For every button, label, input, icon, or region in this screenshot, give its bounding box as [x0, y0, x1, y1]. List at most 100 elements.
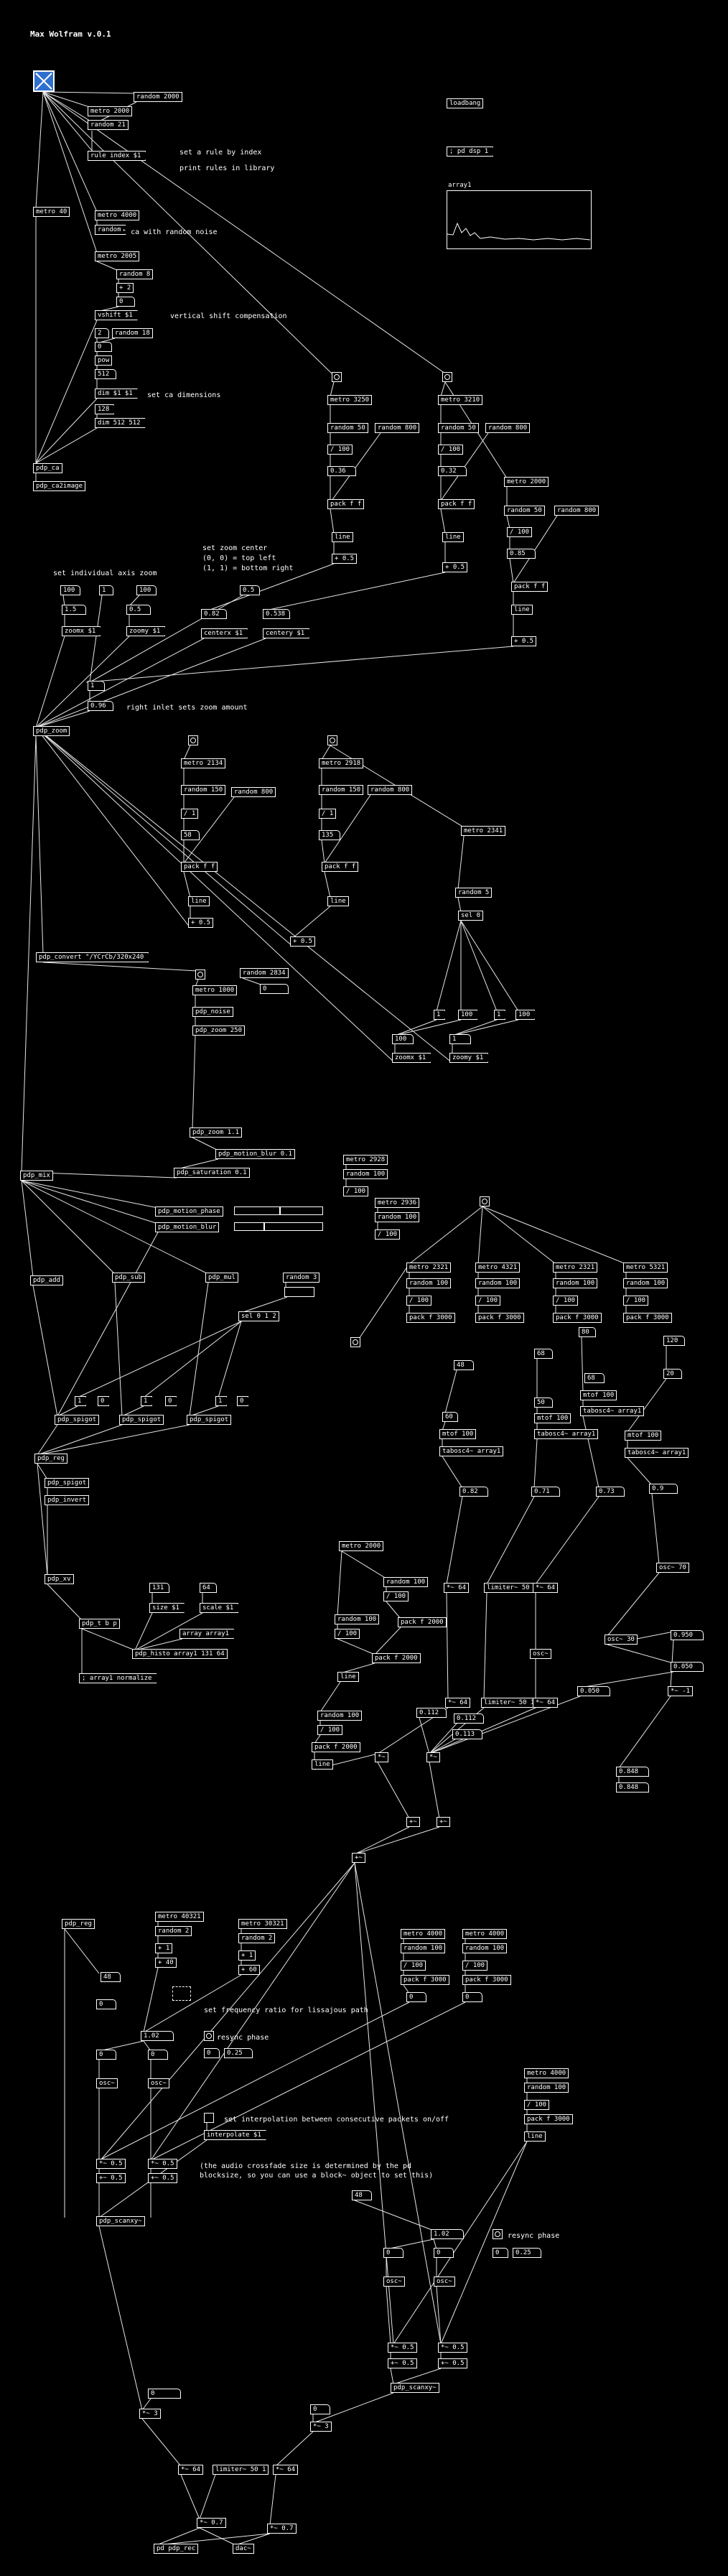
- obj-random-100-e[interactable]: random 100: [553, 1278, 598, 1288]
- bang-d[interactable]: [327, 735, 337, 745]
- obj-line-e[interactable]: line: [327, 896, 349, 906]
- numbox-071[interactable]: 0.71: [531, 1487, 560, 1497]
- numbox-082[interactable]: 0.82: [201, 609, 227, 619]
- obj-plus-05-e[interactable]: + 0.5: [290, 936, 316, 947]
- obj-metro-2341[interactable]: metro 2341: [461, 826, 506, 836]
- numbox-131[interactable]: 131: [149, 1583, 169, 1593]
- obj-metro-40[interactable]: metro 40: [33, 207, 70, 217]
- obj-mult-64-f[interactable]: *~ 64: [273, 2465, 299, 2475]
- obj-random-100-f[interactable]: random 100: [623, 1278, 668, 1288]
- msg-random-init[interactable]: random: [95, 225, 126, 235]
- obj-div-100-m[interactable]: / 100: [401, 1961, 426, 1971]
- numbox-0113[interactable]: 0.113: [452, 1729, 482, 1739]
- bang-a[interactable]: [332, 372, 342, 382]
- slider-motion-phase[interactable]: [234, 1206, 323, 1215]
- obj-pack-2000-a[interactable]: pack f 2000: [398, 1617, 447, 1627]
- obj-random-100-a[interactable]: random 100: [343, 1169, 388, 1179]
- obj-pdp-zoom-11[interactable]: pdp_zoom 1.1: [190, 1127, 243, 1138]
- obj-metro-4000[interactable]: metro 4000: [95, 210, 140, 220]
- obj-metro-4000-b[interactable]: metro 4000: [401, 1929, 446, 1939]
- numbox-line-lo-a[interactable]: 0: [406, 1992, 426, 2002]
- msg-interpolate[interactable]: interpolate $1: [204, 2130, 266, 2140]
- obj-osc-a[interactable]: osc~: [96, 2078, 118, 2088]
- numbox-2[interactable]: 2: [95, 328, 109, 338]
- obj-plus-1-a[interactable]: + 1: [155, 1943, 173, 1953]
- obj-plus-05-g[interactable]: +~ 0.5: [148, 2173, 177, 2183]
- msg-zoomy[interactable]: zoomy $1: [126, 626, 165, 636]
- numbox-tail-a[interactable]: 0: [148, 2389, 181, 2399]
- obj-sel-0[interactable]: sel 0: [458, 911, 484, 921]
- obj-mtof-2[interactable]: mtof 100: [439, 1429, 477, 1439]
- obj-line-h[interactable]: line: [524, 2131, 546, 2142]
- master-toggle[interactable]: [33, 70, 55, 92]
- bang-e[interactable]: [195, 970, 205, 980]
- msg-array1-normalize[interactable]: ; array1 normalize: [79, 1673, 157, 1683]
- numbox-0-f[interactable]: 0: [148, 2050, 168, 2060]
- numbox-0-e[interactable]: 0: [96, 2050, 116, 2060]
- msg-scale[interactable]: scale $1: [200, 1603, 238, 1613]
- obj-div-100-o[interactable]: / 100: [524, 2100, 550, 2110]
- numbox-0848-a[interactable]: 0.848: [616, 1767, 649, 1777]
- obj-mtof-1[interactable]: mtof 100: [580, 1390, 617, 1400]
- obj-pack-a[interactable]: pack f f: [327, 499, 365, 509]
- msg-array-array1[interactable]: array array1: [179, 1629, 234, 1639]
- obj-random-8[interactable]: random 8: [116, 269, 154, 279]
- obj-osc-c[interactable]: osc~: [383, 2277, 405, 2287]
- numbox-0538[interactable]: 0.538: [263, 609, 290, 619]
- obj-random-100-l[interactable]: random 100: [524, 2083, 569, 2093]
- obj-pdp-ca2image[interactable]: pdp_ca2image: [33, 481, 86, 491]
- numbox-48-c[interactable]: 48: [352, 2190, 372, 2200]
- obj-div-100-d[interactable]: / 100: [343, 1186, 369, 1196]
- bang-resync-2[interactable]: [493, 2229, 503, 2239]
- obj-pdp-mul[interactable]: pdp_mul: [205, 1273, 238, 1283]
- numbox-096[interactable]: 0.96: [88, 701, 113, 711]
- obj-pack-b[interactable]: pack f f: [438, 499, 475, 509]
- obj-tabosc-2[interactable]: tabosc4~ array1: [439, 1446, 504, 1456]
- obj-pack-3000-d[interactable]: pack f 3000: [623, 1313, 672, 1323]
- obj-pdp-spigot-2[interactable]: pdp_spigot: [119, 1415, 164, 1425]
- numbox-0112-b[interactable]: 0.112: [454, 1714, 484, 1724]
- numbox-48-b[interactable]: 48: [101, 1972, 121, 1982]
- obj-random-800-d[interactable]: random 800: [231, 787, 276, 797]
- msg-dim[interactable]: dim $1 $1: [95, 389, 138, 399]
- obj-pdp-sub[interactable]: pdp_sub: [112, 1273, 145, 1283]
- obj-random-2000[interactable]: random 2000: [134, 92, 182, 102]
- obj-pack-2000-c[interactable]: pack f 2000: [312, 1742, 360, 1752]
- obj-metro-1000[interactable]: metro 1000: [192, 985, 238, 995]
- obj-pdp-zoom-250[interactable]: pdp_zoom 250: [192, 1026, 246, 1036]
- obj-mult-07-b[interactable]: *~ 0.7: [267, 2524, 297, 2534]
- obj-mult-64-b[interactable]: *~ 64: [533, 1583, 559, 1593]
- obj-random-100-g[interactable]: random 100: [383, 1577, 429, 1587]
- obj-pack-3000-e[interactable]: pack f 3000: [401, 1975, 449, 1985]
- obj-plus-05-c[interactable]: + 0.5: [511, 636, 537, 646]
- bang-c[interactable]: [188, 735, 198, 745]
- obj-metro-2936[interactable]: metro 2936: [375, 1198, 420, 1208]
- obj-pdp-motion-blur[interactable]: pdp_motion_blur: [155, 1222, 220, 1232]
- obj-metro-2321-b[interactable]: metro 2321: [553, 1263, 598, 1273]
- numbox-09[interactable]: 0.9: [649, 1484, 678, 1494]
- obj-random-150-b[interactable]: random 150: [319, 785, 364, 795]
- obj-mtof-4[interactable]: mtof 100: [625, 1431, 662, 1441]
- obj-random-21[interactable]: random 21: [88, 120, 129, 130]
- numbox-0050-b[interactable]: 0.050: [577, 1686, 610, 1696]
- obj-pdp-noise[interactable]: pdp_noise: [192, 1007, 233, 1017]
- obj-metro-40321[interactable]: metro 40321: [155, 1912, 204, 1922]
- numbox-100-c[interactable]: 100: [392, 1034, 414, 1044]
- bang-g[interactable]: [350, 1337, 360, 1347]
- obj-line-f[interactable]: line: [337, 1672, 359, 1682]
- msg-centery[interactable]: centery $1: [263, 628, 309, 638]
- numbox-05-a[interactable]: 0.5: [240, 585, 260, 595]
- obj-random-2-a[interactable]: random 2: [155, 1926, 192, 1936]
- obj-mult-05-d[interactable]: *~ 0.5: [438, 2343, 467, 2353]
- obj-plus-sum-b[interactable]: +~: [437, 1817, 450, 1827]
- numbox-05-b[interactable]: 0.5: [126, 605, 151, 615]
- numbox-1-c[interactable]: 1: [449, 1034, 471, 1044]
- numbox-512[interactable]: 512: [95, 369, 116, 379]
- obj-mult-64-d[interactable]: *~ 64: [533, 1698, 559, 1708]
- numbox-100-b[interactable]: 100: [136, 585, 157, 595]
- msg-0-b[interactable]: 0: [165, 1396, 177, 1406]
- obj-mult-64-a[interactable]: *~ 64: [444, 1583, 470, 1593]
- obj-pdp-histo[interactable]: pdp_histo array1 131 64: [132, 1649, 228, 1659]
- slider-motion-blur[interactable]: [234, 1222, 323, 1231]
